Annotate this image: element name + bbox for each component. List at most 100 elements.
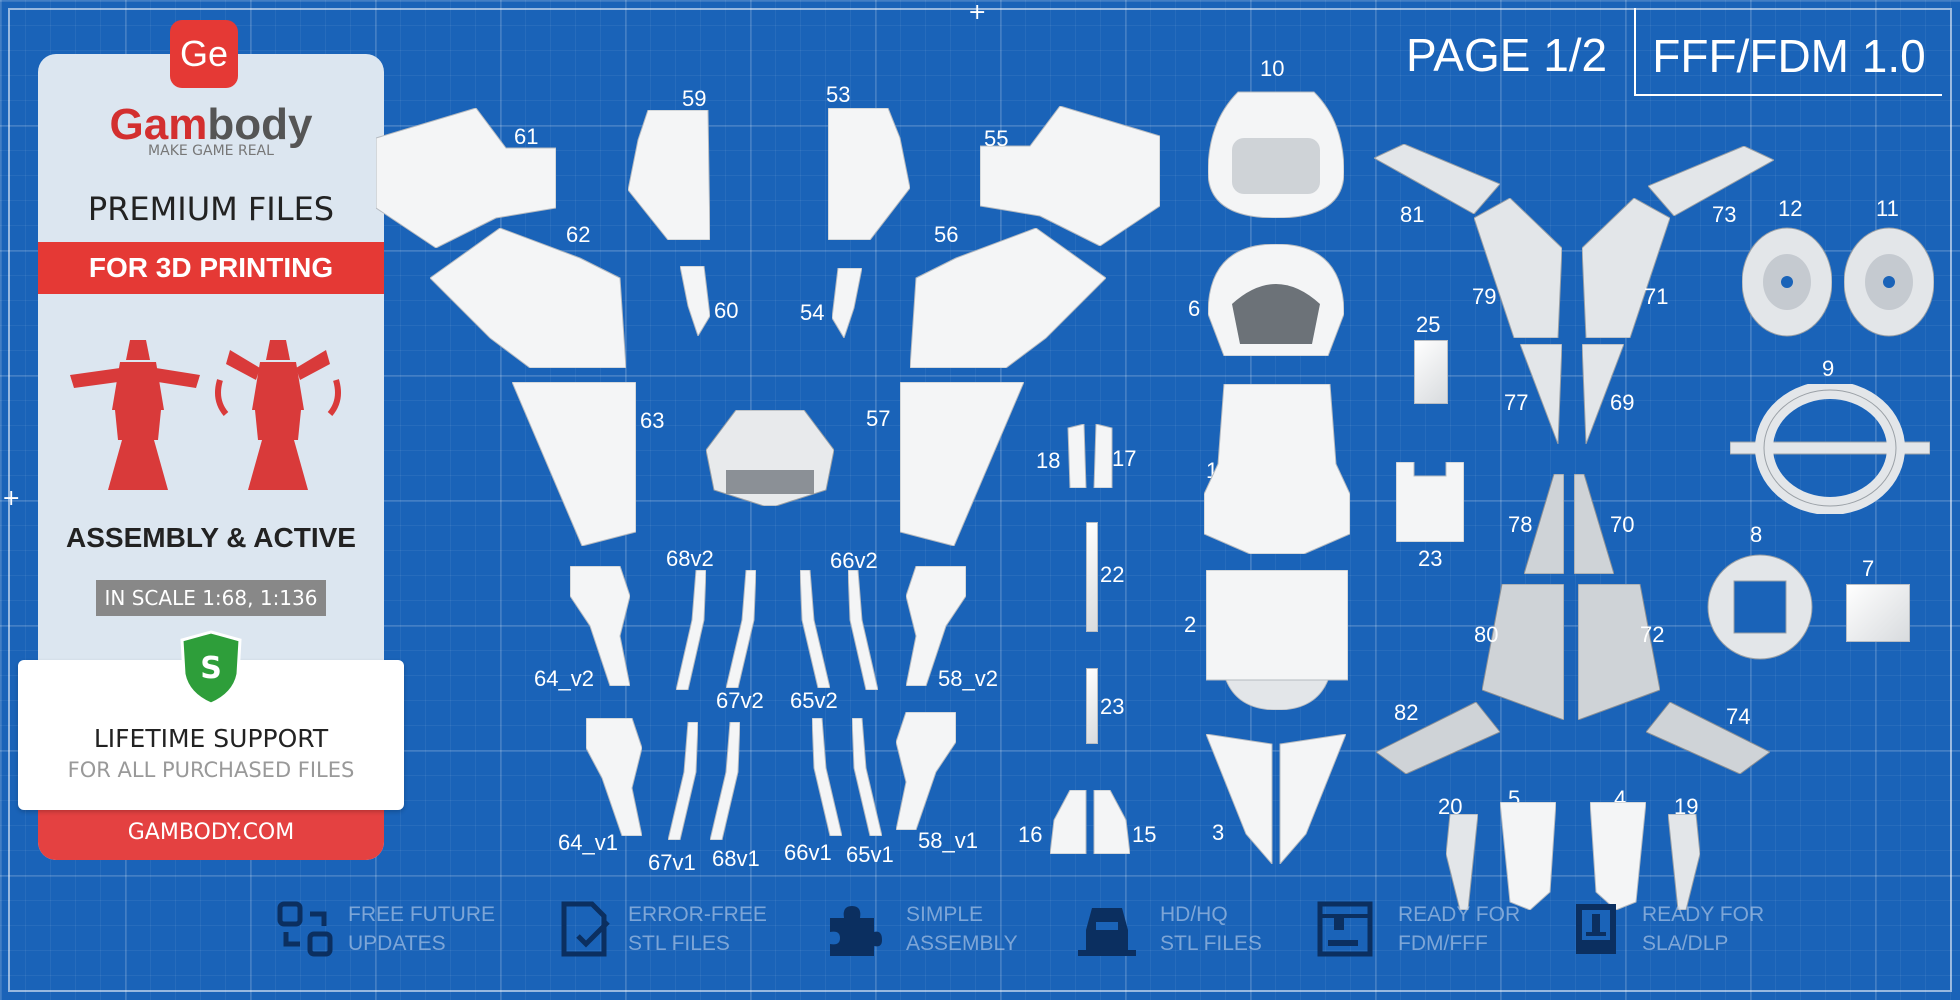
part-12-shape <box>1742 227 1832 337</box>
part-label-82: 82 <box>1394 700 1419 725</box>
file-check-icon <box>561 901 610 957</box>
part-label-60: 60 <box>714 298 739 323</box>
part-64v2-shape <box>570 566 630 686</box>
part-65v1-shape <box>852 718 882 836</box>
part-label-65v2: 65v2 <box>790 688 838 713</box>
part-label-61: 61 <box>514 124 539 149</box>
feature-5-line1: READY FOR <box>1398 903 1521 926</box>
part-6-shape <box>1208 244 1344 356</box>
part-1-shape <box>1204 384 1350 554</box>
for-3d-printing-banner: FOR 3D PRINTING <box>38 242 384 294</box>
part-label-74: 74 <box>1726 704 1751 729</box>
gambody-logo-icon[interactable]: Ge <box>170 20 238 88</box>
part-label-77: 77 <box>1504 390 1529 415</box>
part-78-shape <box>1524 474 1564 574</box>
lifetime-support-text: LIFETIME SUPPORT <box>93 724 329 753</box>
part-68v2-shape <box>676 570 706 690</box>
sync-icon <box>277 901 333 957</box>
part-59-shape <box>628 110 710 240</box>
part-11-shape <box>1844 227 1934 337</box>
part-label-6: 6 <box>1188 296 1201 321</box>
part-82-shape <box>1376 702 1500 774</box>
feature-free-updates: FREE FUTURE UPDATES <box>276 900 495 958</box>
part-label-68v2: 68v2 <box>666 546 714 571</box>
feature-1-line2: UPDATES <box>348 932 446 955</box>
sla-printer-icon <box>1576 904 1616 954</box>
part-53-shape <box>828 108 910 240</box>
part-62-shape <box>430 228 626 368</box>
part-67v1-shape <box>668 722 698 840</box>
scale-badge: IN SCALE 1:68, 1:136 <box>96 580 326 616</box>
part-label-2: 2 <box>1184 612 1197 637</box>
support-subtext: FOR ALL PURCHASED FILES <box>67 758 355 782</box>
part-label-71: 71 <box>1644 284 1669 309</box>
part-22-shape <box>1086 522 1098 632</box>
brand-name-part1: Gam <box>109 100 208 149</box>
part-label-58-v1: 58_v1 <box>918 828 978 853</box>
feature-4-line2: STL FILES <box>1160 932 1262 955</box>
part-61-shape <box>376 108 556 248</box>
feature-5-line2: FDM/FFF <box>1398 932 1488 955</box>
part-label-55: 55 <box>984 126 1009 151</box>
crosshair-left-icon: + <box>2 486 21 511</box>
puzzle-piece-icon <box>830 906 882 956</box>
part-58v1-shape <box>896 712 956 830</box>
part-label-81: 81 <box>1400 202 1425 227</box>
part-70-shape <box>1574 474 1614 574</box>
part-label-66v2: 66v2 <box>830 548 878 573</box>
part-66v2-shape <box>848 570 878 690</box>
premium-files-heading: PREMIUM FILES <box>87 190 335 228</box>
part-label-73: 73 <box>1712 202 1737 227</box>
feature-6-line1: READY FOR <box>1642 903 1765 926</box>
part-label-18: 18 <box>1036 448 1061 473</box>
part-2-shape <box>1206 570 1348 710</box>
part-58v2-shape <box>906 566 966 686</box>
brand-tagline: MAKE GAME REAL <box>148 143 274 159</box>
part-68v1-shape <box>710 722 740 840</box>
part-label-78: 78 <box>1508 512 1533 537</box>
website-link[interactable]: GAMBODY.COM <box>127 820 295 845</box>
part-72-shape <box>1578 584 1660 720</box>
part-54-shape <box>832 268 862 338</box>
feature-2-line1: ERROR-FREE <box>628 903 767 926</box>
part-label-70: 70 <box>1610 512 1635 537</box>
part-80-shape <box>1482 584 1564 720</box>
page-indicator: PAGE 1/2 <box>1406 29 1608 81</box>
part-19-shape <box>1668 814 1700 910</box>
part-label-7: 7 <box>1862 556 1875 581</box>
part-67v2-shape <box>726 570 756 688</box>
part-71-shape <box>1582 198 1670 338</box>
part-69-shape <box>1582 344 1624 444</box>
part-label-56: 56 <box>934 222 959 247</box>
part-23-block-shape <box>1396 462 1464 542</box>
part-label-63: 63 <box>640 408 665 433</box>
part-label-79: 79 <box>1472 284 1497 309</box>
fdm-printer-icon <box>1317 901 1373 957</box>
part-5-shape <box>1500 802 1556 910</box>
part-label-11: 11 <box>1876 196 1899 221</box>
part-66v1-shape <box>812 718 842 836</box>
part-55-shape <box>980 106 1160 246</box>
part-57-shape <box>900 382 1024 546</box>
part-79-shape <box>1474 198 1562 338</box>
part-20-shape <box>1446 814 1478 910</box>
part-label-64-v2: 64_v2 <box>534 666 594 691</box>
part-label-58-v2: 58_v2 <box>938 666 998 691</box>
part-81-shape <box>1374 144 1500 214</box>
part-74-shape <box>1646 702 1770 774</box>
part-18-17-shape <box>1067 424 1113 488</box>
part-25-shape <box>1414 340 1448 404</box>
shield-icon: S <box>180 630 242 706</box>
brand-name: Gambody <box>38 100 384 150</box>
part-label-25: 25 <box>1416 312 1441 337</box>
part-7-shape <box>1846 584 1910 642</box>
part-label-53: 53 <box>826 82 851 107</box>
part-label-10: 10 <box>1260 56 1285 81</box>
feature-1-line1: FREE FUTURE <box>348 903 495 926</box>
part-label-9: 9 <box>1822 356 1835 381</box>
part-label-8: 8 <box>1750 522 1763 547</box>
part-label-17: 17 <box>1112 446 1137 471</box>
part-label-16: 16 <box>1018 822 1043 847</box>
